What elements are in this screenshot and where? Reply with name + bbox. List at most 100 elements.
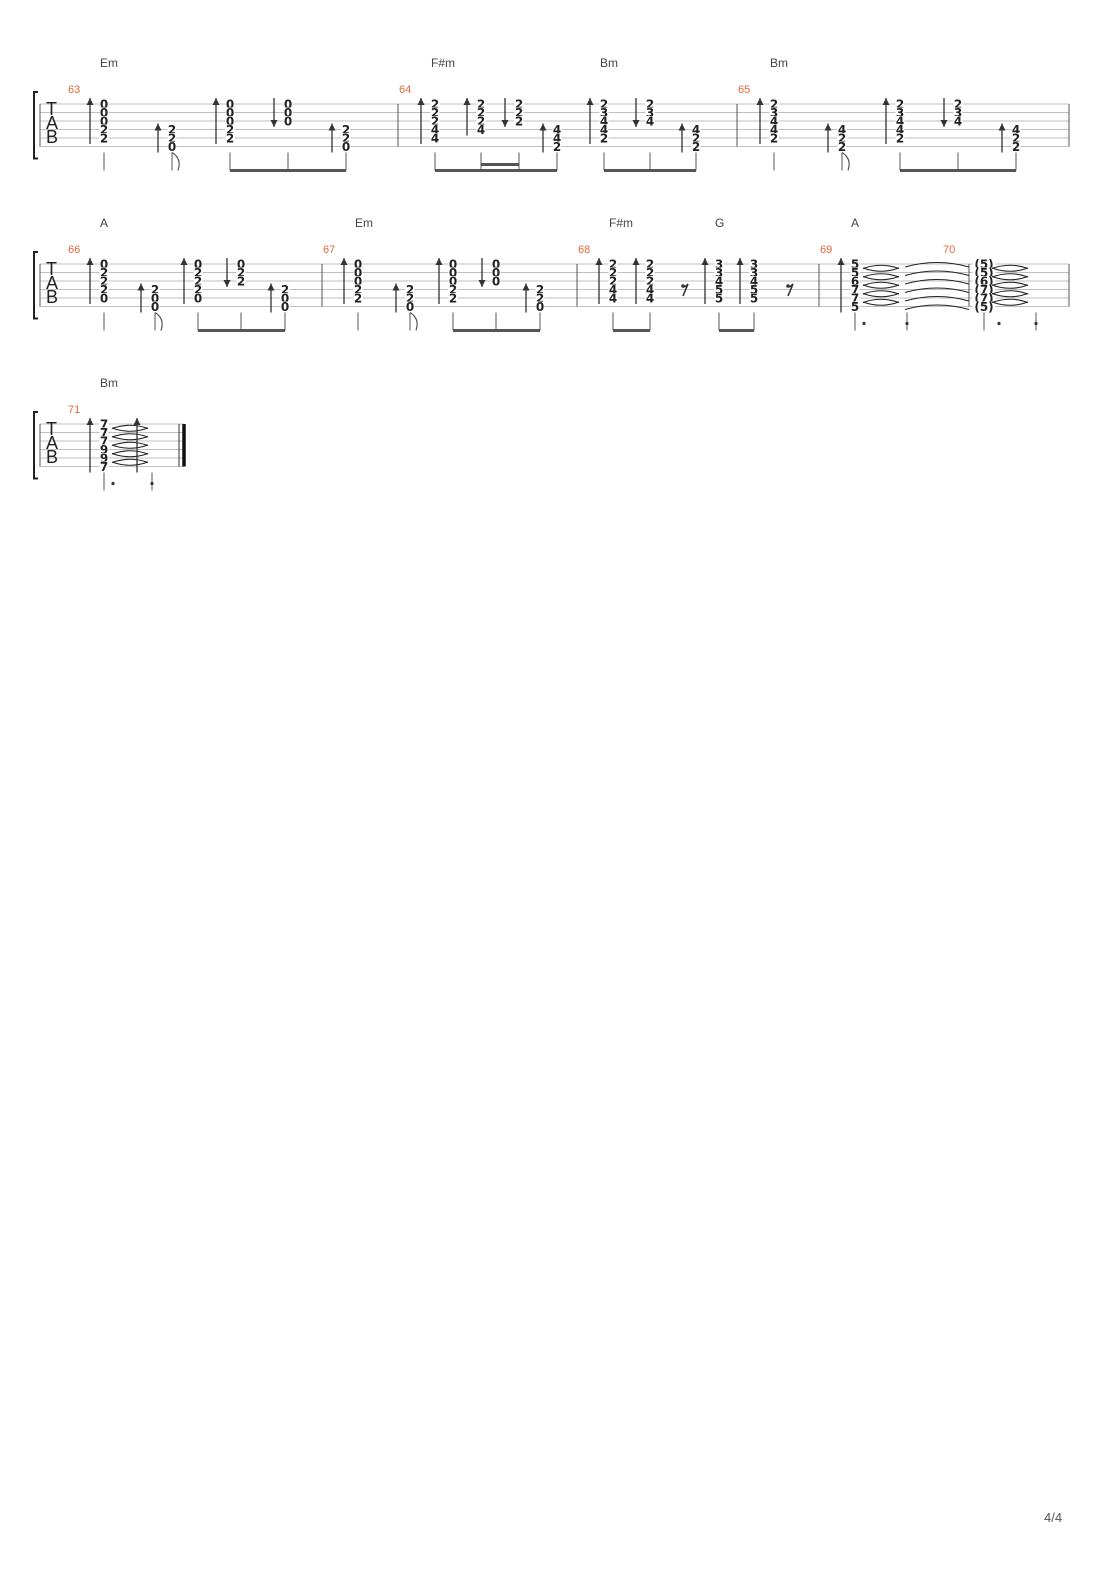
system-bracket <box>33 411 38 480</box>
fret-number: 2 <box>406 291 414 305</box>
let-ring-arc <box>111 424 149 430</box>
fret-number: 2 <box>646 257 654 271</box>
fret-background <box>645 99 655 109</box>
beat: (5)(5)(6)(7)(7)(5) <box>972 257 1029 331</box>
let-ring-arc <box>111 452 149 458</box>
fret-number: 4 <box>600 114 608 128</box>
fret-background <box>895 116 905 126</box>
fret-background <box>1011 141 1021 152</box>
fret-background <box>236 267 246 278</box>
fret-number: 0 <box>449 274 457 288</box>
fret-background <box>749 267 759 278</box>
beat: 022 <box>223 257 246 331</box>
fret-number: 3 <box>750 266 758 280</box>
fret-background <box>283 116 293 126</box>
fret-background <box>430 124 440 135</box>
fret-background <box>599 124 609 135</box>
fret-background <box>850 293 860 303</box>
let-ring-tie <box>904 262 970 268</box>
fret-number: 5 <box>851 257 859 271</box>
fret-number: 0 <box>492 274 500 288</box>
strum-up-icon <box>86 98 94 105</box>
fret-number: 3 <box>715 257 723 271</box>
fret-number: 2 <box>896 131 904 145</box>
tab-clef-letter: T <box>46 419 57 439</box>
fret-background <box>850 301 860 312</box>
let-ring-arc <box>862 273 900 278</box>
fret-background <box>953 99 963 109</box>
fret-background <box>150 284 160 295</box>
fret-background <box>552 141 562 152</box>
beat: 222 <box>501 97 524 171</box>
beat: 220 <box>154 123 177 171</box>
strum-up-icon <box>435 258 443 265</box>
fret-number: 2 <box>515 106 523 120</box>
fret-background <box>769 124 779 135</box>
beat: 200 <box>267 283 290 331</box>
strum-up-icon <box>678 123 686 131</box>
fret-number: 4 <box>609 283 617 297</box>
fret-number: 0 <box>151 291 159 305</box>
fret-number: 2 <box>692 131 700 145</box>
fret-number: 4 <box>1012 123 1020 137</box>
fret-background <box>99 116 109 126</box>
fret-background <box>448 276 458 286</box>
fret-number: 2 <box>609 274 617 288</box>
measure-number: 63 <box>68 84 80 96</box>
fret-number: 5 <box>851 266 859 280</box>
fret-background <box>353 293 363 303</box>
fret-number: 2 <box>515 97 523 111</box>
fret-number: 2 <box>609 266 617 280</box>
fret-background <box>972 284 996 295</box>
page-number: 4/4 <box>1044 1510 1063 1525</box>
fret-background <box>193 259 203 269</box>
fret-number: 0 <box>284 97 292 111</box>
let-ring-arc <box>862 275 900 281</box>
fret-background <box>691 133 701 143</box>
fret-background <box>430 116 440 126</box>
fret-background <box>225 133 235 143</box>
fret-background <box>645 284 655 295</box>
strum-down-icon <box>940 120 948 127</box>
fret-number: 3 <box>954 106 962 120</box>
fret-number: 5 <box>750 291 758 305</box>
strum-down-icon <box>632 120 640 127</box>
fret-background <box>691 124 701 135</box>
fret-number: 4 <box>646 283 654 297</box>
beat: 220 <box>522 283 545 331</box>
fret-number: 2 <box>168 123 176 137</box>
strum-up-icon <box>701 258 709 265</box>
fret-background <box>972 276 996 286</box>
let-ring-arc <box>991 273 1029 278</box>
fret-background <box>280 284 290 295</box>
tab-clef-letter: B <box>46 447 58 467</box>
chord-name: G <box>715 216 724 230</box>
fret-background <box>99 133 109 143</box>
fret-background <box>193 284 203 295</box>
measure-number: 71 <box>68 404 80 416</box>
chord-name: Bm <box>600 56 618 70</box>
strum-up-icon <box>632 258 640 265</box>
fret-number: 2 <box>600 97 608 111</box>
fret-number: 4 <box>896 123 904 137</box>
fret-background <box>405 284 415 295</box>
strum-down-icon <box>270 120 278 127</box>
fret-background <box>448 293 458 303</box>
fret-number: 0 <box>449 257 457 271</box>
fret-number: 2 <box>100 266 108 280</box>
chord-name: A <box>100 216 108 230</box>
fret-background <box>535 293 545 303</box>
fret-number: 0 <box>536 300 544 314</box>
fret-number: 2 <box>1012 131 1020 145</box>
fret-background <box>99 436 109 446</box>
fret-background <box>405 301 415 312</box>
fret-background <box>599 99 609 109</box>
fret-background <box>491 276 501 286</box>
fret-background <box>430 107 440 118</box>
